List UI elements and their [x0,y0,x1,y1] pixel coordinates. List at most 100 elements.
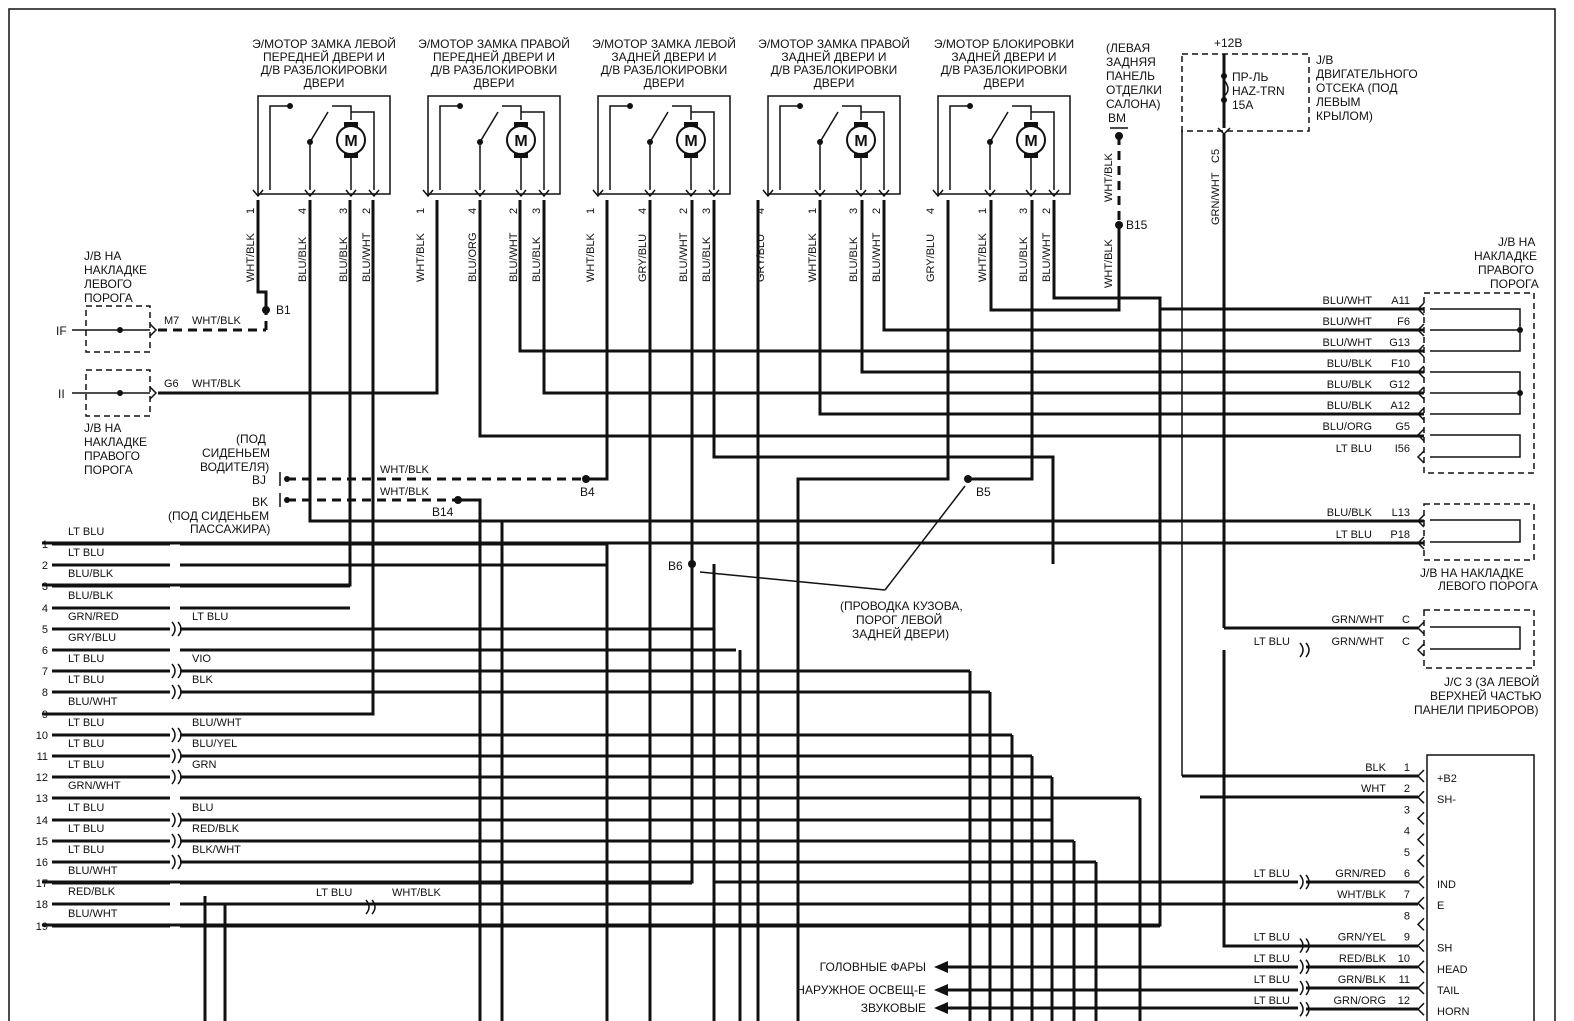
right-block-title-1: J/B НА [1498,235,1535,249]
control-unit-pin-number: 10 [1398,953,1410,965]
motor-pin-number: 1 [585,208,597,214]
control-unit-pre-wire: LT BLU [1254,953,1290,965]
motor-lead3 [521,111,545,190]
left-connector-conn-wire: BLU [192,802,213,814]
jc3-bus [1430,626,1521,650]
output-signal: ГОЛОВНЫЕ ФАРЫ [820,960,1298,974]
fuse-name-2: HAZ-TRN [1232,84,1285,98]
left-jb-wire: WHT/BLK [192,315,242,327]
trunk-wire-12 [882,200,1424,332]
motor-symbol: M [514,133,527,150]
control-unit-pin: 5 [1404,847,1425,868]
left-connector-pin-number: 7 [42,666,48,678]
left-connector-pin-number: 8 [42,687,48,699]
engine-jb-title-1: J/B [1316,53,1333,67]
motor-title: ПЕРЕДНЕЙ ДВЕРИ И [263,49,385,64]
control-unit-wire: GRN/BLK [1338,974,1387,986]
control-unit-pin-number: 8 [1404,910,1410,922]
left-connector-wire: BLU/WHT [68,908,118,920]
control-unit-connector [1416,896,1425,910]
engine-jb-title-5: КРЫЛОМ) [1316,109,1373,123]
left-jb-title-2: НАКЛАДКЕ [84,263,147,277]
motor-lead3 [861,111,885,190]
passenger-note-2: ПАССАЖИРА) [190,522,270,536]
motor-pin-number: 1 [245,208,257,214]
left-connector-plug [171,748,182,764]
left-connector-plug [171,663,182,679]
trunk-wire-6 [542,200,1424,395]
left-connector-plug [171,727,182,743]
motor-title: ДВЕРИ [814,76,855,90]
motor-wire-label: BLU/WHT [678,232,690,282]
control-unit-connector [1416,790,1425,804]
left-connector-pin-number: 1 [42,539,48,551]
bm-wire-label: WHT/BLK [1103,152,1115,202]
motor-title: ДВЕРИ [474,76,515,90]
left-connector-pin-number: 13 [36,793,48,805]
motor-lead [672,105,692,120]
right-block-wire: BLU/WHT [1323,295,1373,307]
passenger-note-1: (ПОД СИДЕНЬЕМ [168,509,269,523]
left-connector-plug [171,769,182,785]
control-unit-label: IND [1437,879,1456,891]
left-connector-pin-number: 17 [36,878,48,890]
output-arrow-icon [934,984,948,996]
left-jb-title-3: ЛЕВОГО [84,277,132,291]
fuse-supply-label: +12В [1214,36,1242,50]
left-connector-conn-wire: RED/BLK [192,823,240,835]
motor-pin-connector [878,189,890,198]
left-connector-plug [171,812,182,828]
motor-box [427,95,561,195]
right-block-box [1423,292,1535,474]
motor-title: Д/В РАЗБЛОКИРОВКИ [941,63,1068,77]
left-connector-wire: LT BLU [68,823,104,835]
motor-pin-number: 2 [361,208,373,214]
control-unit-pin-number: 12 [1398,995,1410,1007]
motor-wire-label: WHT/BLK [415,232,427,282]
jc3-connector [1416,621,1425,635]
motor-pin-number: 2 [678,208,690,214]
left-connector-pin-number: 6 [42,645,48,657]
left-connector-wire: LT BLU [68,674,104,686]
right-block-wire: BLU/BLK [1327,400,1373,412]
motor-wire-label: BLU/WHT [508,232,520,282]
trunk-wire-14 [42,200,1162,927]
fuse-pin-label: C5 [1210,149,1222,163]
left-connector-conn-wire: VIO [192,653,211,665]
left-connector-pin-number: 12 [36,772,48,784]
body-wiring-splices: B5 B6 (ПРОВОДКА КУЗОВА, ПОРОГ ЛЕВОЙ ЗАДН… [668,200,991,1021]
ground-bk-label: BK [252,495,268,509]
right-jb-side-label: II [58,387,65,401]
motor-symbol: M [684,133,697,150]
motor-title: ДВЕРИ [984,76,1025,90]
fuse-top-dot [1221,73,1227,79]
control-unit-connector [1416,939,1425,953]
motor-title: Д/В РАЗБЛОКИРОВКИ [771,63,898,77]
left-connector-pin-number: 15 [36,836,48,848]
motor-pin-number: 2 [1041,208,1053,214]
motor-brush [344,153,358,158]
motor-pin-connector [252,189,264,198]
motor-title: Э/МОТОР ЗАМКА ЛЕВОЙ [592,36,736,51]
right-block-pin: G13 [1389,337,1410,349]
trunk-wire-8 [42,200,694,884]
motor-pin-connector [345,189,357,198]
left-connector-wire: LT BLU [68,759,104,771]
control-unit-pin-number: 1 [1404,762,1410,774]
control-unit-label: HORN [1437,1006,1469,1018]
motor-pin-connector [644,189,656,198]
motor-title: ПЕРЕДНЕЙ ДВЕРИ И [433,49,555,64]
motor-title: Д/В РАЗБЛОКИРОВКИ [601,63,728,77]
right-block-pin: G12 [1389,379,1410,391]
motor-pin-connector [932,189,944,198]
motor-lead [502,105,522,120]
jc3-title-1: J/C 3 (ЗА ЛЕВОЙ [1444,674,1539,689]
jc3-box [1423,609,1535,669]
